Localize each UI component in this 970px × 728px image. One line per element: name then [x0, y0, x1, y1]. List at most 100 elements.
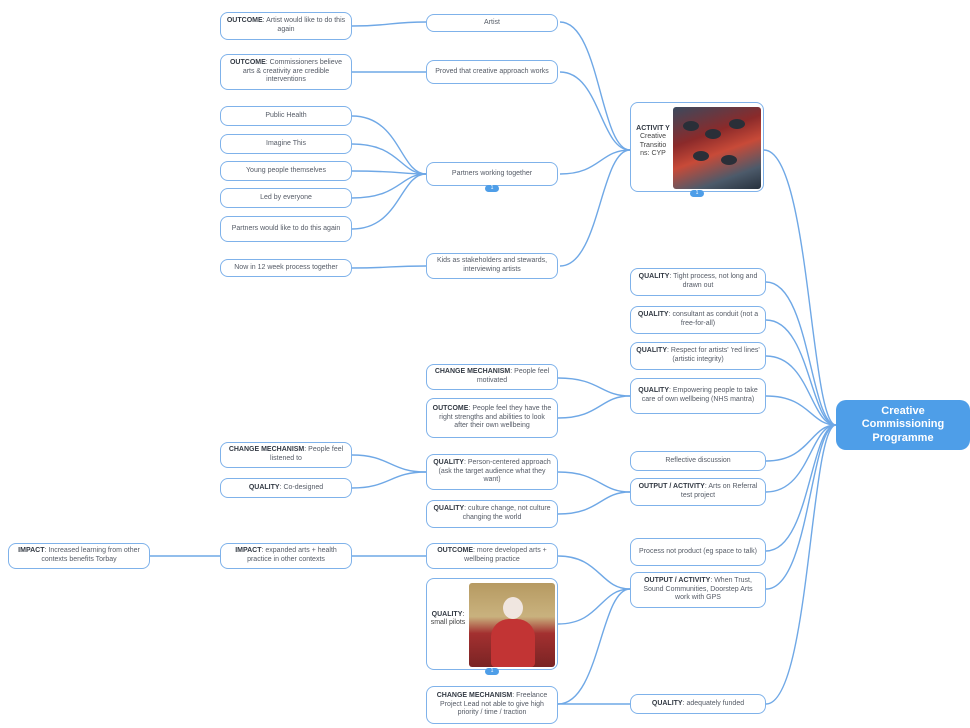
root-node[interactable]: Creative Commissioning Programme: [836, 400, 970, 450]
partner-led-by-everyone-label: Led by everyone: [260, 193, 312, 201]
partners-node[interactable]: Partners working together: [426, 162, 558, 186]
quality-tight-process[interactable]: QUALITY: Tight process, not long and dra…: [630, 268, 766, 296]
process-label: Process not product (eg space to talk): [639, 547, 757, 555]
activity-badge[interactable]: 1: [690, 190, 704, 197]
link-partners-would: [351, 173, 427, 230]
quality-respect-text: QUALITY: Respect for artists' 'red lines…: [636, 347, 760, 365]
quality-culture-change[interactable]: QUALITY: culture change, not culture cha…: [426, 500, 558, 528]
outcome-artist-rest: : Artist would like to do this again: [262, 17, 346, 33]
activity-text: Creative Transitio ns: CYP: [639, 133, 667, 158]
partner-public-health[interactable]: Public Health: [220, 106, 352, 126]
artist-node[interactable]: Artist: [426, 14, 558, 32]
activity-node[interactable]: ACTIVIT Y Creative Transitio ns: CYP: [630, 102, 764, 192]
partner-imagine-this-label: Imagine This: [266, 139, 306, 147]
impact-expanded-text: IMPACT: expanded arts + health practice …: [226, 547, 346, 565]
quality-empowering-text: QUALITY: Empowering people to take care …: [636, 387, 760, 405]
partners-label: Partners working together: [451, 169, 533, 177]
root-label: Creative Commissioning Programme: [861, 405, 945, 444]
impact-expanded-bold: IMPACT: [235, 547, 262, 555]
activity-label: ACTIVIT Y Creative Transitio ns: CYP: [635, 125, 671, 159]
outcome-artist-bold: OUTCOME: [226, 17, 263, 25]
partner-young-people[interactable]: Young people themselves: [220, 161, 352, 181]
outcome-developed-text: OUTCOME: more developed arts + wellbeing…: [432, 547, 552, 565]
link-root-activity: [763, 149, 837, 426]
change-motivated-bold: CHANGE MECHANISM: [434, 368, 511, 376]
elderly-woman-photo: [469, 583, 555, 667]
output-when-bold: OUTPUT / ACTIVITY: [644, 576, 711, 584]
quality-person-rest: : Person-centered approach (ask the targ…: [438, 458, 551, 484]
change-listened-text: CHANGE MECHANISM: People feel listened t…: [226, 446, 346, 464]
outcome-developed-arts[interactable]: OUTCOME: more developed arts + wellbeing…: [426, 543, 558, 569]
quality-consultant-rest: : consultant as conduit (not a free-for-…: [668, 311, 759, 327]
quality-adequately-funded[interactable]: QUALITY: adequately funded: [630, 694, 766, 714]
quality-co-designed[interactable]: QUALITY: Co-designed: [220, 478, 352, 498]
kids-node[interactable]: Kids as stakeholders and stewards, inter…: [426, 253, 558, 279]
impact-expanded[interactable]: IMPACT: expanded arts + health practice …: [220, 543, 352, 569]
quality-funded-bold: QUALITY: [651, 699, 683, 707]
partner-imagine-this[interactable]: Imagine This: [220, 134, 352, 154]
output-when-text: OUTPUT / ACTIVITY: When Trust, Sound Com…: [636, 577, 760, 603]
quality-consultant[interactable]: QUALITY: consultant as conduit (not a fr…: [630, 306, 766, 334]
quality-codesigned-text: QUALITY: Co-designed: [249, 484, 323, 493]
change-freelance-bold: CHANGE MECHANISM: [436, 691, 513, 699]
link-root-q1: [765, 281, 837, 426]
link-when-small: [557, 588, 631, 625]
change-freelance[interactable]: CHANGE MECHANISM: Freelance Project Lead…: [426, 686, 558, 724]
change-motivated-text: CHANGE MECHANISM: People feel motivated: [432, 368, 552, 386]
output-arts-bold: OUTPUT / ACTIVITY: [638, 483, 705, 491]
small-pilots-label: QUALITY: small pilots: [429, 611, 467, 628]
small-pilots-rest: : small pilots: [430, 611, 466, 627]
link-activity-partners: [559, 149, 631, 175]
quality-respect-bold: QUALITY: [636, 347, 667, 355]
impact-expanded-rest: : expanded arts + health practice in oth…: [247, 547, 337, 563]
link-q4-motivated: [557, 377, 631, 397]
output-when-rest: : When Trust, Sound Communities, Doorste…: [643, 576, 753, 602]
proved-node[interactable]: Proved that creative approach works: [426, 60, 558, 84]
quality-empowering[interactable]: QUALITY: Empowering people to take care …: [630, 378, 766, 414]
output-when-trust[interactable]: OUTPUT / ACTIVITY: When Trust, Sound Com…: [630, 572, 766, 608]
link-when-outcome: [557, 555, 631, 590]
change-motivated[interactable]: CHANGE MECHANISM: People feel motivated: [426, 364, 558, 390]
quality-funded-rest: : adequately funded: [682, 699, 745, 707]
partner-would-like[interactable]: Partners would like to do this again: [220, 216, 352, 242]
small-pilots-badge[interactable]: 1: [485, 668, 499, 675]
outcome-commissioners-text: OUTCOME: Commissioners believe arts & cr…: [226, 59, 346, 85]
quality-consultant-text: QUALITY: consultant as conduit (not a fr…: [636, 311, 760, 329]
outcome-strengths[interactable]: OUTCOME: People feel they have the right…: [426, 398, 558, 438]
link-arts-culture: [557, 491, 631, 515]
change-listened[interactable]: CHANGE MECHANISM: People feel listened t…: [220, 442, 352, 468]
quality-respect[interactable]: QUALITY: Respect for artists' 'red lines…: [630, 342, 766, 370]
link-partners-led: [351, 173, 427, 199]
outcome-artist-node[interactable]: OUTCOME: Artist would like to do this ag…: [220, 12, 352, 40]
reflective-node[interactable]: Reflective discussion: [630, 451, 766, 471]
outcome-commissioners-node[interactable]: OUTCOME: Commissioners believe arts & cr…: [220, 54, 352, 90]
quality-culture-rest: : culture change, not culture changing t…: [462, 505, 551, 521]
link-artist-outcome: [351, 21, 427, 27]
quality-codesigned-rest: : Co-designed: [279, 483, 324, 491]
kids-child-node[interactable]: Now in 12 week process together: [220, 259, 352, 277]
quality-culture-text: QUALITY: culture change, not culture cha…: [432, 505, 552, 523]
quality-tight-rest: : Tight process, not long and drawn out: [669, 273, 758, 289]
link-root-funded: [765, 424, 837, 705]
partners-badge[interactable]: 1: [485, 185, 499, 192]
link-partners-imagine: [351, 143, 427, 175]
output-arts-rest: : Arts on Referral test project: [680, 483, 758, 499]
quality-empowering-bold: QUALITY: [638, 387, 669, 395]
output-arts-referral[interactable]: OUTPUT / ACTIVITY: Arts on Referral test…: [630, 478, 766, 506]
process-node[interactable]: Process not product (eg space to talk): [630, 538, 766, 566]
proved-label: Proved that creative approach works: [435, 67, 549, 75]
kids-label: Kids as stakeholders and stewards, inter…: [436, 257, 548, 273]
impact-learning[interactable]: IMPACT: Increased learning from other co…: [8, 543, 150, 569]
quality-small-pilots[interactable]: QUALITY: small pilots: [426, 578, 558, 670]
impact-learning-bold: IMPACT: [18, 547, 45, 555]
quality-person-centered[interactable]: QUALITY: Person-centered approach (ask t…: [426, 454, 558, 490]
kids-child-label: Now in 12 week process together: [234, 263, 338, 271]
quality-culture-bold: QUALITY: [433, 505, 465, 513]
link-root-reflective: [765, 424, 837, 462]
artist-label: Artist: [484, 18, 500, 26]
change-freelance-rest: : Freelance Project Lead not able to giv…: [440, 691, 548, 717]
partner-led-by-everyone[interactable]: Led by everyone: [220, 188, 352, 208]
partner-young-people-label: Young people themselves: [246, 166, 326, 174]
outcome-developed-bold: OUTCOME: [437, 547, 474, 555]
